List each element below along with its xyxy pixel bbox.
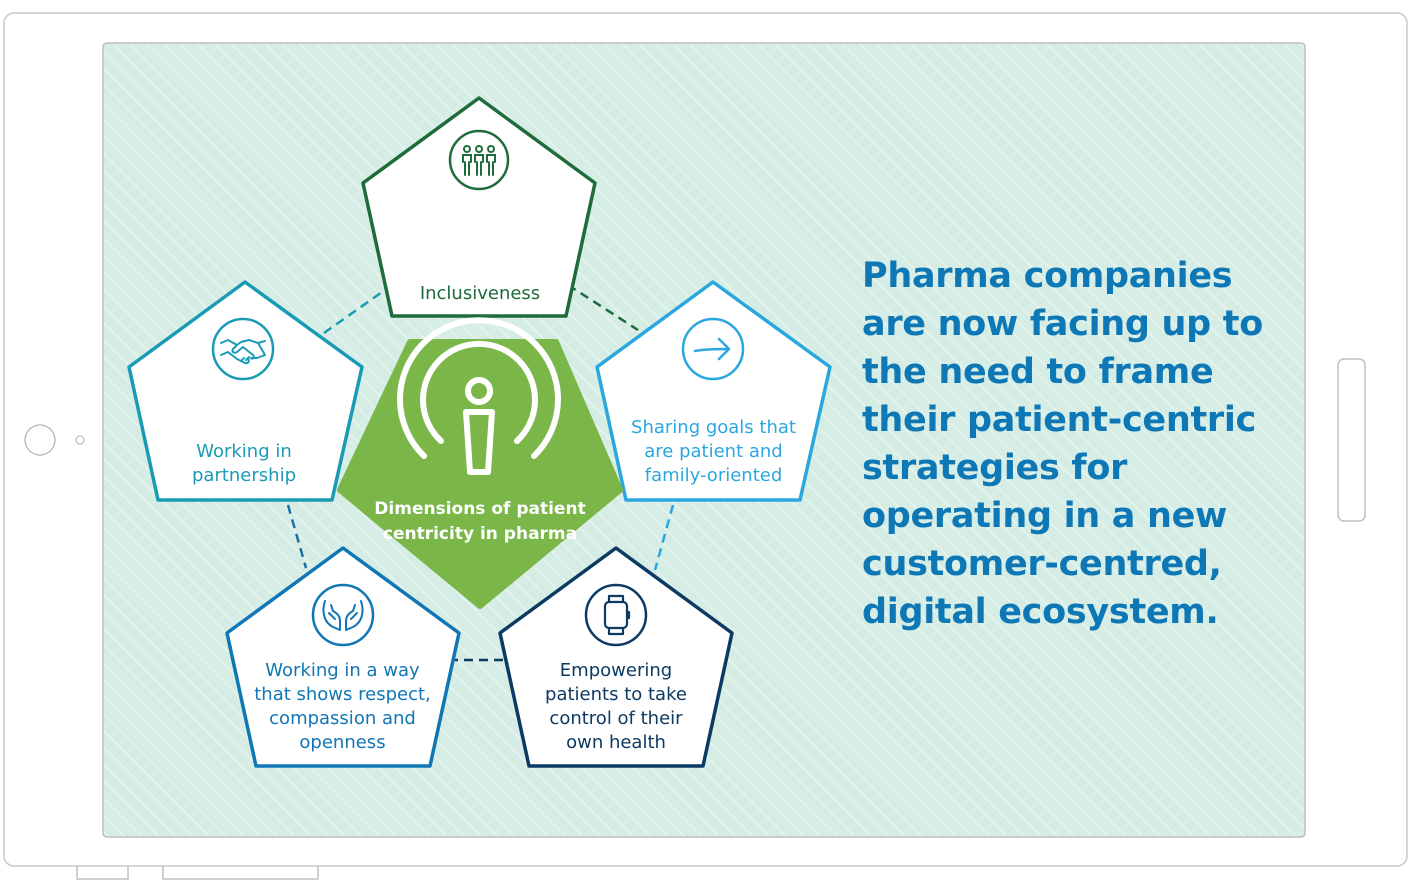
label-partnership: Working in partnership (191, 441, 296, 486)
connector-lines (286, 283, 675, 662)
pentagon-empowering (498, 546, 734, 768)
label-sharing-goals: Sharing goals that are patient and famil… (631, 417, 796, 486)
tablet-bottom-tab-left (76, 866, 129, 880)
arrow-right-circle-icon (681, 317, 745, 381)
label-respect: Working in a way that shows respect, com… (254, 660, 431, 753)
people-group-icon (448, 129, 510, 191)
handshake-icon (211, 317, 275, 381)
pentagon-inclusiveness (361, 96, 597, 318)
label-inclusiveness: Inclusiveness (419, 283, 541, 304)
connector-respect-partnership (286, 504, 308, 569)
connector-sharing-empowering (653, 504, 675, 571)
person-broadcast-icon (397, 317, 561, 475)
pentagon-sharing-goals (595, 280, 832, 502)
tablet-side-button[interactable] (1337, 358, 1366, 522)
smartwatch-icon (584, 583, 648, 647)
tablet-camera (75, 435, 85, 445)
tablet-home-button[interactable] (24, 424, 56, 456)
pentagon-respect (225, 546, 461, 768)
pentagon-partnership (127, 280, 364, 502)
center-label: Dimensions of patient centricity in phar… (374, 499, 586, 544)
caring-hands-icon (311, 583, 375, 647)
label-empowering: Empowering patients to take control of t… (545, 660, 687, 753)
headline: Pharma companies are now facing up to th… (862, 256, 1263, 632)
tablet-bottom-tab-right (162, 866, 319, 880)
